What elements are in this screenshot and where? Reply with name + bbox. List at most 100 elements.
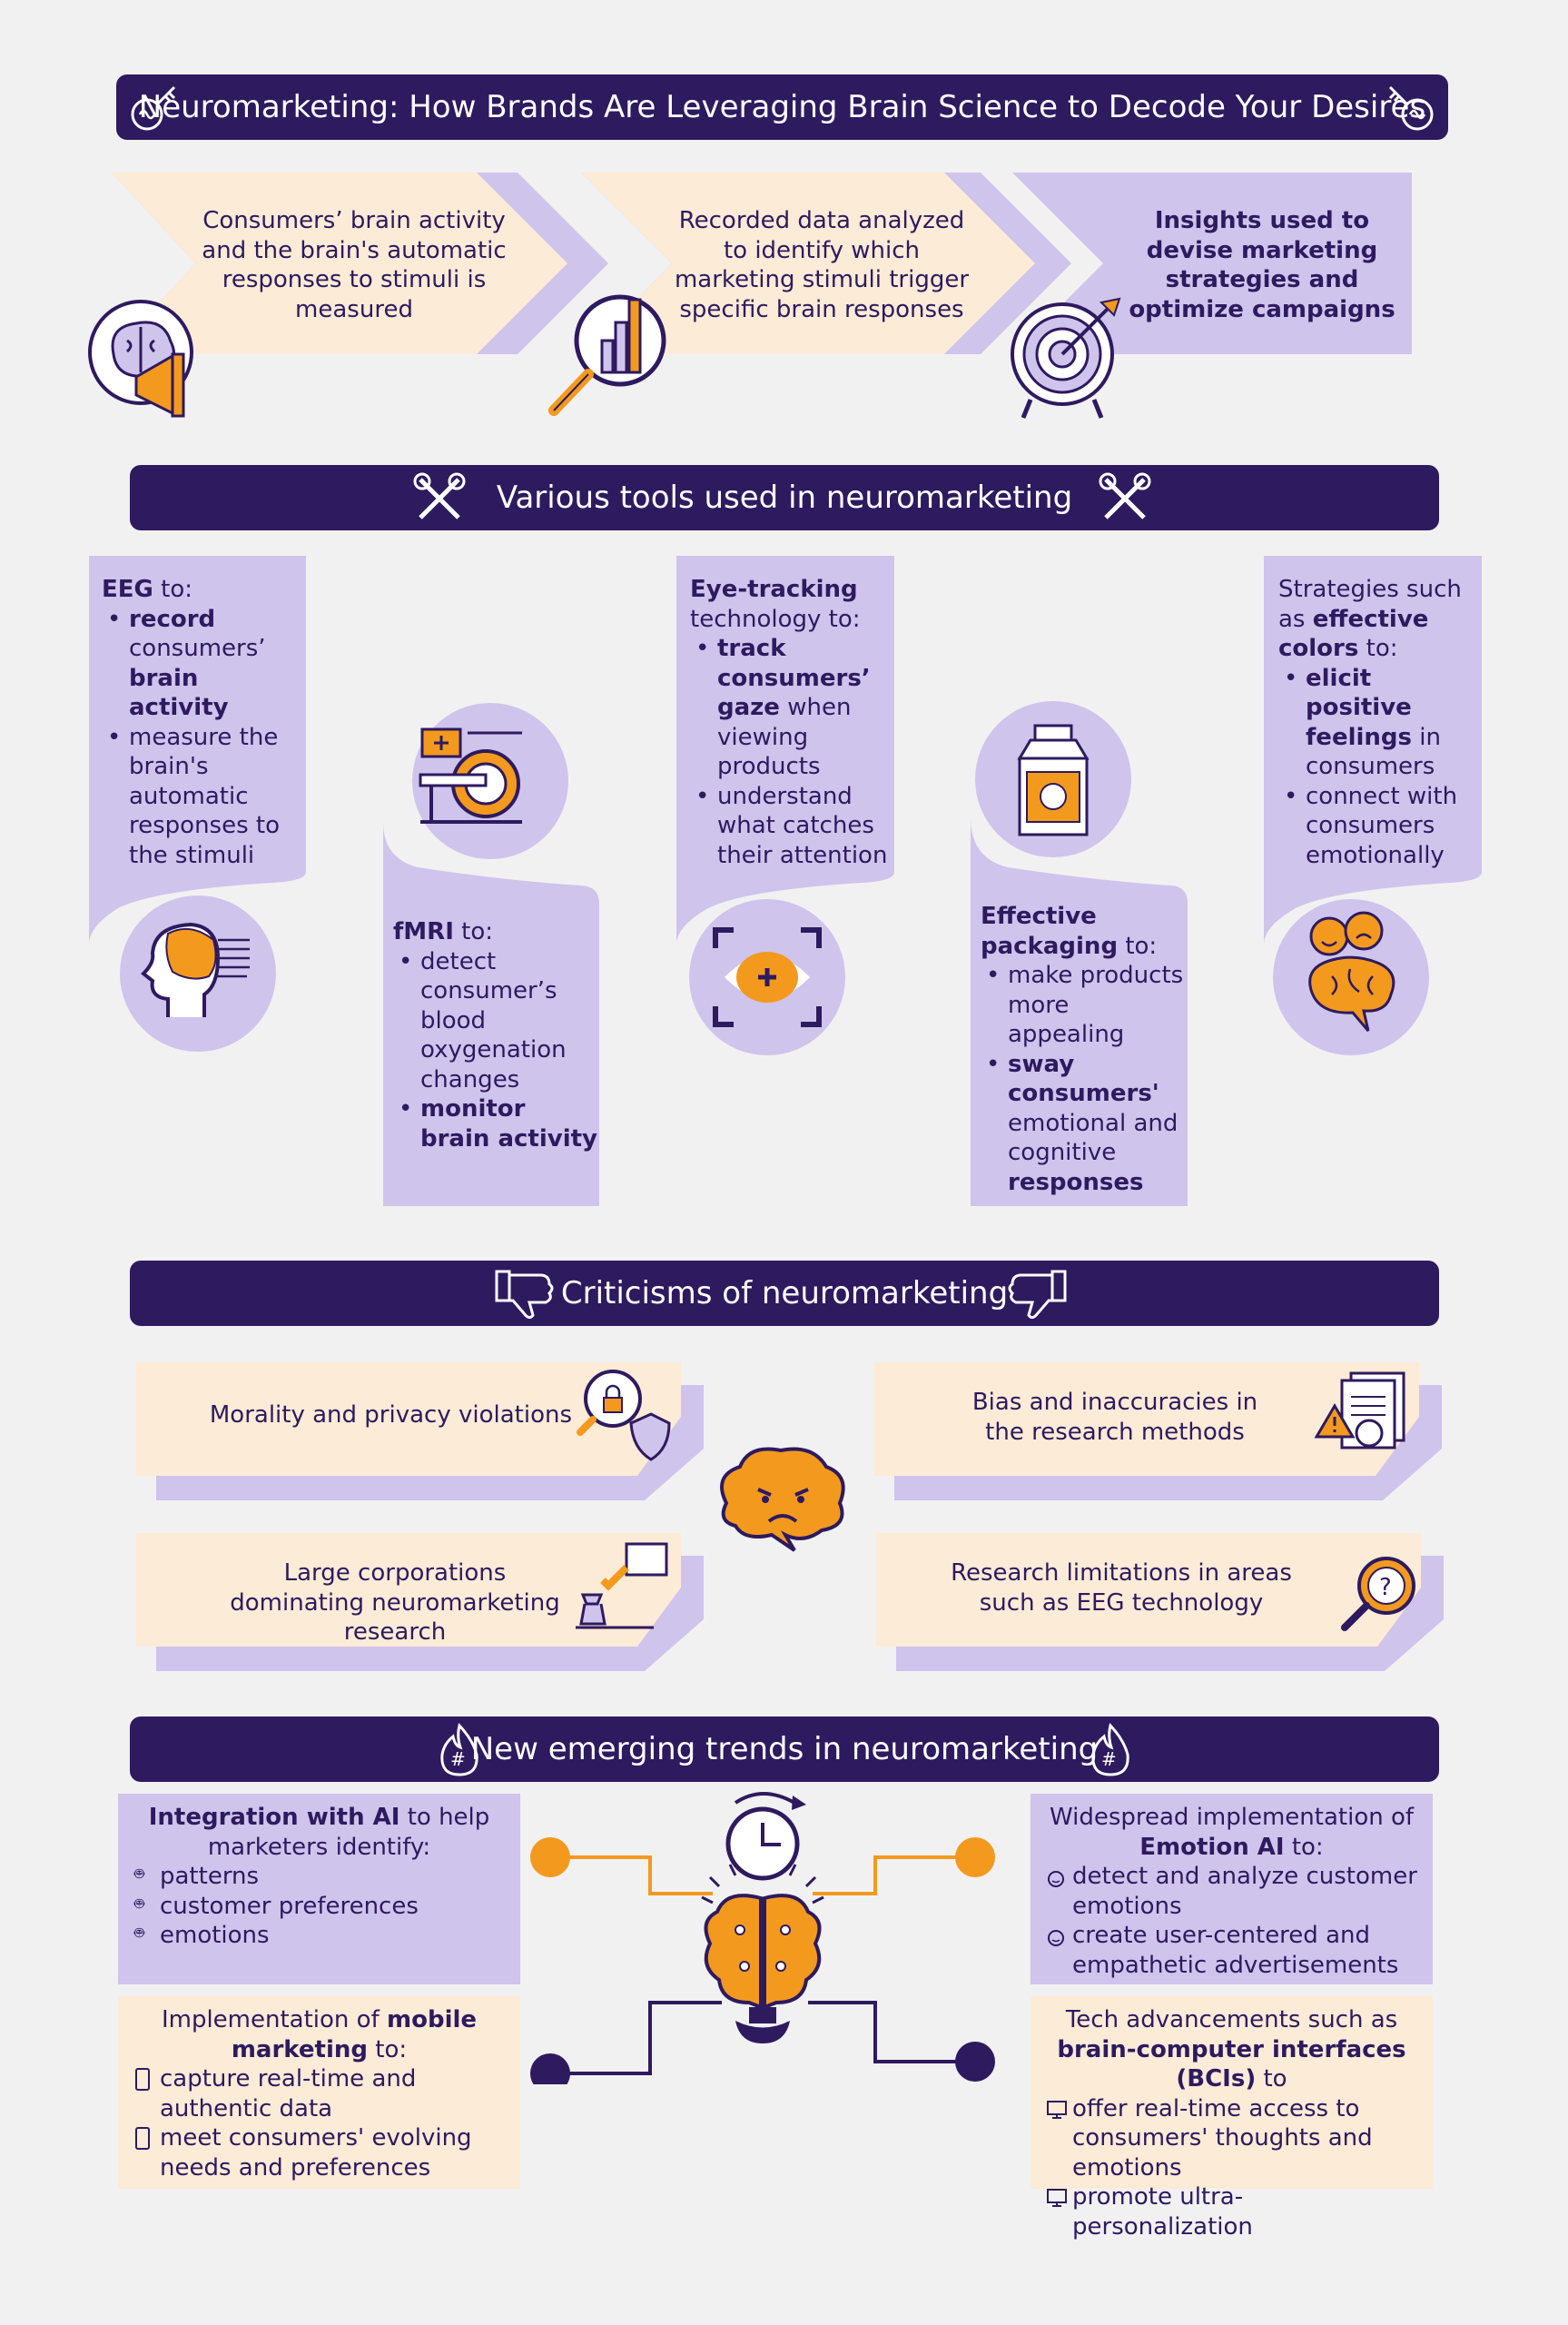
bci-bold: brain-computer interfaces (BCIs) [1057, 2035, 1406, 2093]
brain-monitor-icon [1047, 2098, 1067, 2128]
eeg-name: EEG [102, 576, 153, 603]
criticism-card-2: Bias and inaccuracies in the research me… [874, 1362, 1442, 1500]
process-step-3-text: Insights used to devise marketing strate… [1129, 207, 1395, 323]
brain-megaphone-icon [88, 300, 193, 418]
packaging-bullet-1: make products more appealing [981, 961, 1188, 1050]
trending-fire-icon: # [1091, 1722, 1129, 1776]
trending-fire-icon: # [440, 1722, 478, 1776]
tool-fmri-text: fMRI to: detect consumer’s blood oxygena… [393, 917, 597, 1153]
tools-icon [1099, 472, 1151, 519]
emotion-bold: Emotion AI [1139, 1833, 1285, 1861]
trend-bci-card: Tech advancements such as brain-computer… [1031, 1996, 1433, 2241]
robot-icon: 🤖︎ [134, 1894, 144, 1914]
brain-key-icon [131, 85, 176, 131]
robot-icon: 🤖︎ [134, 1924, 144, 1943]
criticism-card-3: Large corporations dominating neuromarke… [136, 1533, 704, 1671]
smartphone-icon [134, 2068, 151, 2100]
fmri-to: to: [453, 918, 494, 945]
eeg-to: to: [153, 576, 193, 603]
fmri-name: fMRI [393, 918, 454, 945]
document-warning-icon [1315, 1371, 1405, 1449]
emotion-item-1: detect and analyze customer emotions [1045, 1862, 1418, 1921]
robot-icon: 🤖︎ [134, 1865, 144, 1884]
title-banner: Neuromarketing: How Brands Are Leveragin… [116, 74, 1448, 140]
emotion-to: to: [1284, 1833, 1324, 1861]
ai-item-3: 🤖︎emotions [134, 1922, 270, 1949]
packaging-name: Effective packaging [981, 903, 1119, 960]
ai-rest: to help marketers identify: [207, 1804, 490, 1861]
tool-eeg-text: EEG to: record consumers’ brain activity… [102, 575, 303, 870]
bci-item-2: promote ultra-personalization [1045, 2182, 1418, 2241]
trend-emotion-card: Widespread implementation of Emotion AI … [1031, 1794, 1433, 1984]
process-step-2-text: Recorded data analyzed to identify which… [674, 207, 970, 323]
magnifier-chart-icon [548, 294, 666, 416]
trends-heading: New emerging trends in neuromarketing [470, 1731, 1099, 1767]
trends-banner: # New emerging trends in neuromarketing … [130, 1717, 1439, 1782]
criticism-card-1: Morality and privacy violations [136, 1362, 704, 1500]
brain-emoji-icon [1308, 911, 1395, 1032]
svg-text:#: # [450, 1748, 466, 1770]
tool-packaging-text: Effective packaging to: make products mo… [981, 902, 1188, 1197]
eeg-bullet-1: record consumers’ brain activity [102, 605, 303, 723]
criticism-card-4: Research limitations in areas such as EE… [876, 1533, 1444, 1671]
criticism-text-1: Morality and privacy violations [209, 1401, 572, 1429]
criticisms-heading: Criticisms of neuromarketing [560, 1275, 1009, 1311]
bci-to: to [1256, 2065, 1287, 2092]
process-chevrons [112, 173, 1412, 354]
eye-bullet-1: track consumers’ gaze when viewing produ… [690, 634, 894, 782]
colors-to: to: [1358, 635, 1398, 662]
tools-banner: Various tools used in neuromarketing [130, 465, 1439, 530]
eye-name: Eye-tracking [690, 576, 858, 603]
smiley-icon [1047, 1866, 1065, 1896]
ai-item-1: 🤖︎patterns [134, 1863, 260, 1890]
trend-ai-card: Integration with AI to help marketers id… [118, 1794, 520, 1984]
page-title: Neuromarketing: How Brands Are Leveragin… [138, 89, 1426, 125]
brain-monitor-icon [1047, 2186, 1067, 2216]
ai-bold: Integration with AI [148, 1804, 400, 1831]
colors-name: effective colors [1278, 605, 1429, 663]
milk-carton-icon [1017, 724, 1090, 836]
magnifier-question-icon: ? [1341, 1557, 1415, 1631]
criticism-text-4: Research limitations in areas such as EE… [951, 1559, 1292, 1617]
packaging-bullet-2: sway consumers' emotional and cognitive … [981, 1050, 1188, 1198]
tools-heading: Various tools used in neuromarketing [496, 480, 1073, 516]
target-icon [1011, 297, 1121, 419]
packaging-to: to: [1118, 932, 1158, 960]
colors-bullet-1: elicit positive feelings in consumers [1278, 664, 1480, 782]
sad-brain-icon [720, 1447, 845, 1552]
criticisms-banner: Criticisms of neuromarketing [130, 1261, 1439, 1326]
privacy-lock-icon [577, 1370, 671, 1461]
ai-item-2: 🤖︎customer preferences [134, 1892, 419, 1920]
mobile-to: to: [368, 2035, 408, 2063]
thumbs-down-icon [495, 1270, 554, 1320]
bci-pre: Tech advancements such as [1065, 2006, 1398, 2033]
brain-key-icon [1388, 85, 1434, 131]
colors-bullet-2: connect with consumers emotionally [1278, 782, 1480, 871]
trends-connector-diagram [530, 1792, 995, 2084]
eye-bullet-2: understand what catches their attention [690, 782, 894, 871]
smartphone-icon [134, 2127, 151, 2159]
tool-colors-text: Strategies such as effective colors to: … [1278, 575, 1480, 870]
smiley-icon [1047, 1925, 1065, 1955]
chess-hand-icon [576, 1542, 668, 1629]
process-step-1-text: Consumers’ brain activity and the brain'… [202, 207, 507, 323]
trend-mobile-card: Implementation of mobile marketing to: c… [118, 1996, 520, 2189]
mobile-item-2: meet consumers' evolving needs and prefe… [133, 2123, 506, 2182]
eye-rest: technology to: [690, 605, 861, 633]
mobile-pre: Implementation of [161, 2006, 387, 2033]
mobile-bold: mobile marketing [231, 2006, 478, 2063]
emotion-pre: Widespread implementation of [1049, 1804, 1415, 1831]
mri-scanner-icon [419, 727, 522, 824]
eeg-bullet-2: measure the brain's automatic responses … [102, 723, 303, 871]
mobile-item-1: capture real-time and authentic data [133, 2064, 506, 2123]
fmri-bullet-1: detect consumer’s blood oxygenation chan… [393, 947, 597, 1095]
svg-text:?: ? [1379, 1574, 1392, 1601]
criticism-text-2: Bias and inaccuracies in the research me… [971, 1389, 1258, 1446]
emotion-item-2: create user-centered and empathetic adve… [1045, 1921, 1418, 1980]
svg-text:#: # [1101, 1748, 1117, 1770]
colors-pre: Strategies such as [1278, 576, 1462, 633]
tools-icon [413, 472, 466, 519]
eye-tracking-icon [713, 927, 822, 1027]
thumbs-down-icon [1008, 1270, 1067, 1320]
tool-eye-text: Eye-tracking technology to: track consum… [690, 575, 894, 870]
